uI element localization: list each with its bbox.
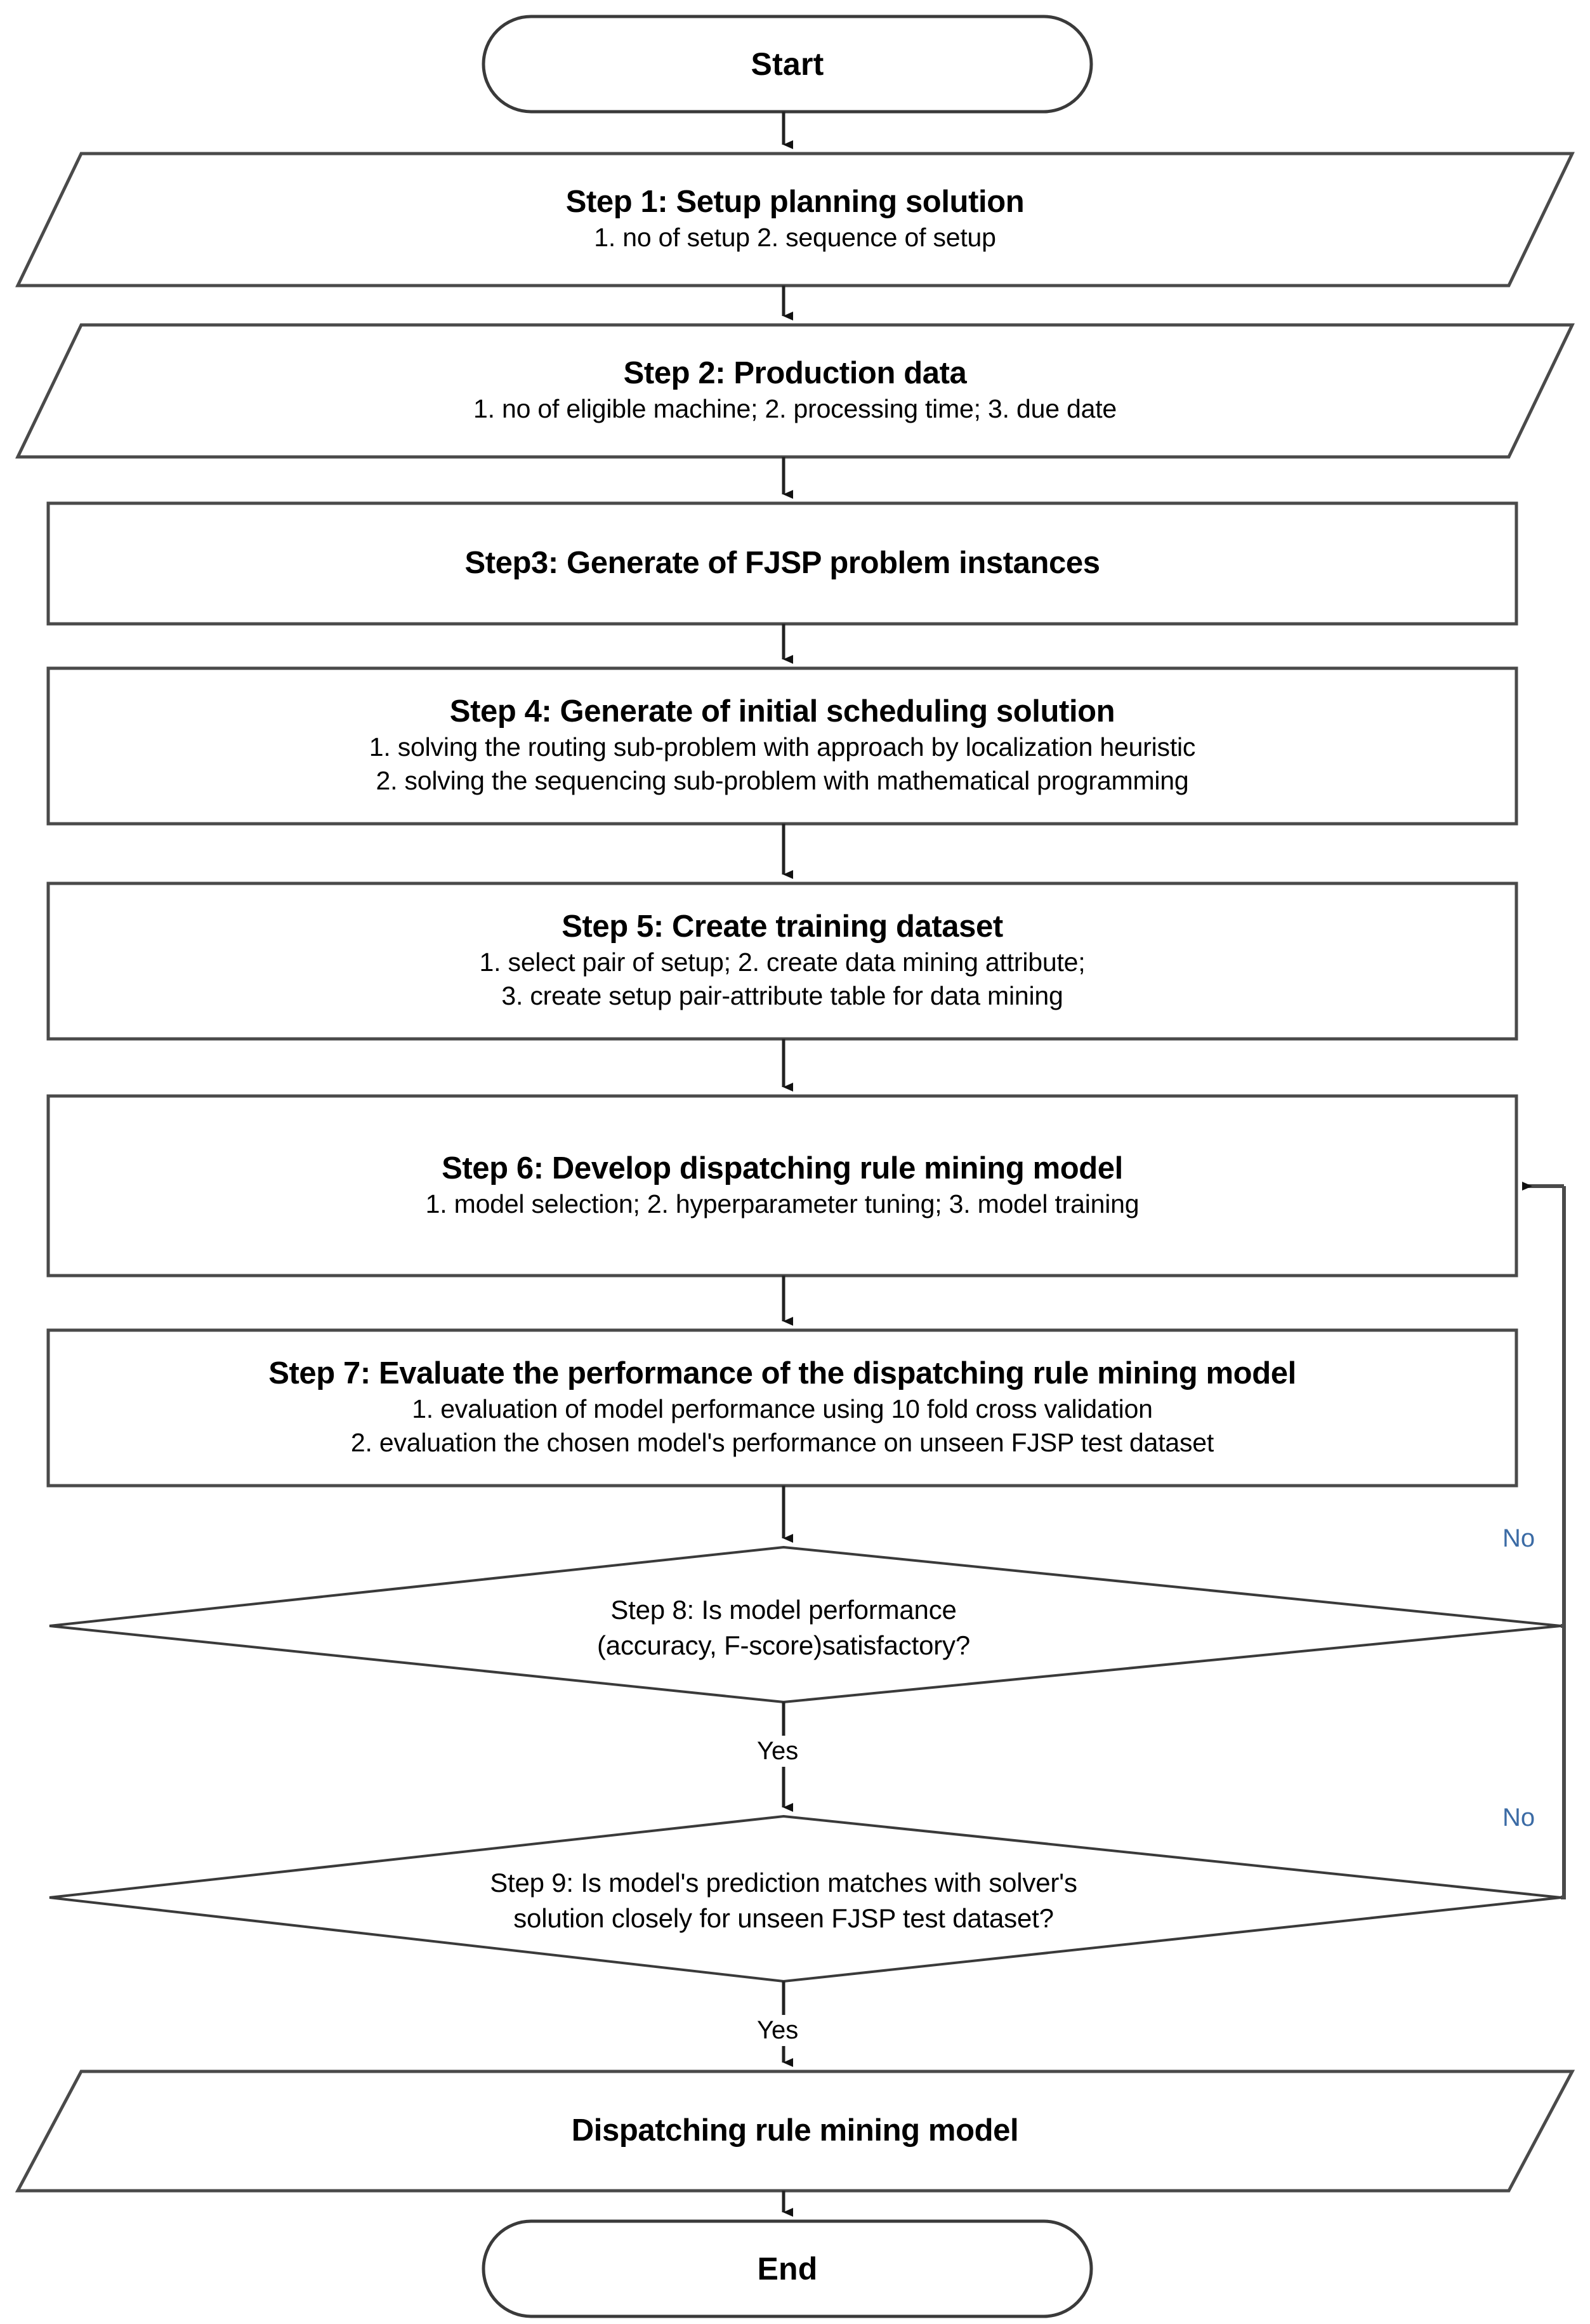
edge-label-step8-yes: Yes [752,1736,804,1767]
edge-label-step8-no: No [1497,1523,1541,1554]
node-step8 [49,1545,1561,1704]
node-output [15,2070,1575,2193]
node-step7 [46,1328,1518,1488]
node-step9 [49,1814,1561,1983]
edge-step9-no-loop [1561,1186,1566,1899]
node-step5 [46,881,1518,1041]
node-step4 [46,666,1518,826]
edge-label-step9-no: No [1497,1802,1541,1833]
edge-label-step9-yes: Yes [752,2015,804,2046]
node-start [482,15,1093,114]
node-step2 [15,323,1575,459]
node-step6 [46,1094,1518,1278]
node-step1 [15,152,1575,287]
node-end [482,2219,1093,2318]
node-step3 [46,501,1518,626]
